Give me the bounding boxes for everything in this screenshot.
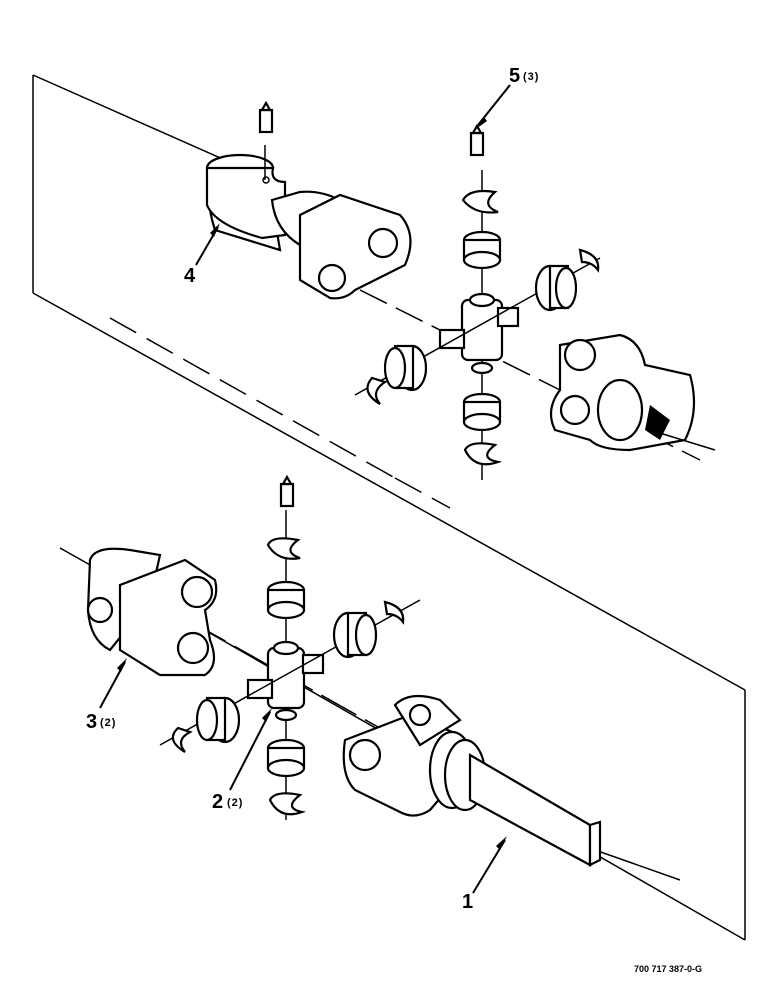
callout-5: 5 (3) (509, 65, 539, 87)
callout-number-1: 1 (462, 891, 473, 913)
callout-qty-2: (2) (227, 797, 243, 809)
yoke-shaft-lower-right (342, 694, 602, 867)
grease-fitting-lower (279, 474, 295, 508)
callout-qty-5: (3) (523, 71, 539, 83)
cross-bearing-upper (354, 170, 601, 480)
callout-number-2: 2 (212, 791, 223, 813)
plane-frame (32, 74, 746, 941)
callout-number-3: 3 (86, 711, 97, 733)
yoke-lower-left (86, 547, 218, 677)
callout-number-4: 4 (184, 265, 196, 287)
slip-yoke-upper (205, 145, 412, 300)
leader-lines (99, 84, 511, 894)
callout-4: 4 (184, 265, 196, 287)
grease-fitting-upper-left (258, 100, 274, 134)
drawing-number: 700 717 387-0-G (634, 964, 702, 974)
callout-2: 2 (2) (212, 791, 243, 813)
callout-qty-3: (2) (100, 717, 116, 729)
callout-1: 1 (462, 891, 473, 913)
callout-number-5: 5 (509, 65, 520, 87)
yoke-upper-right (549, 333, 716, 452)
callout-3: 3 (2) (86, 711, 116, 733)
cross-bearing-lower (159, 510, 421, 820)
grease-fitting-upper-right (469, 123, 485, 157)
